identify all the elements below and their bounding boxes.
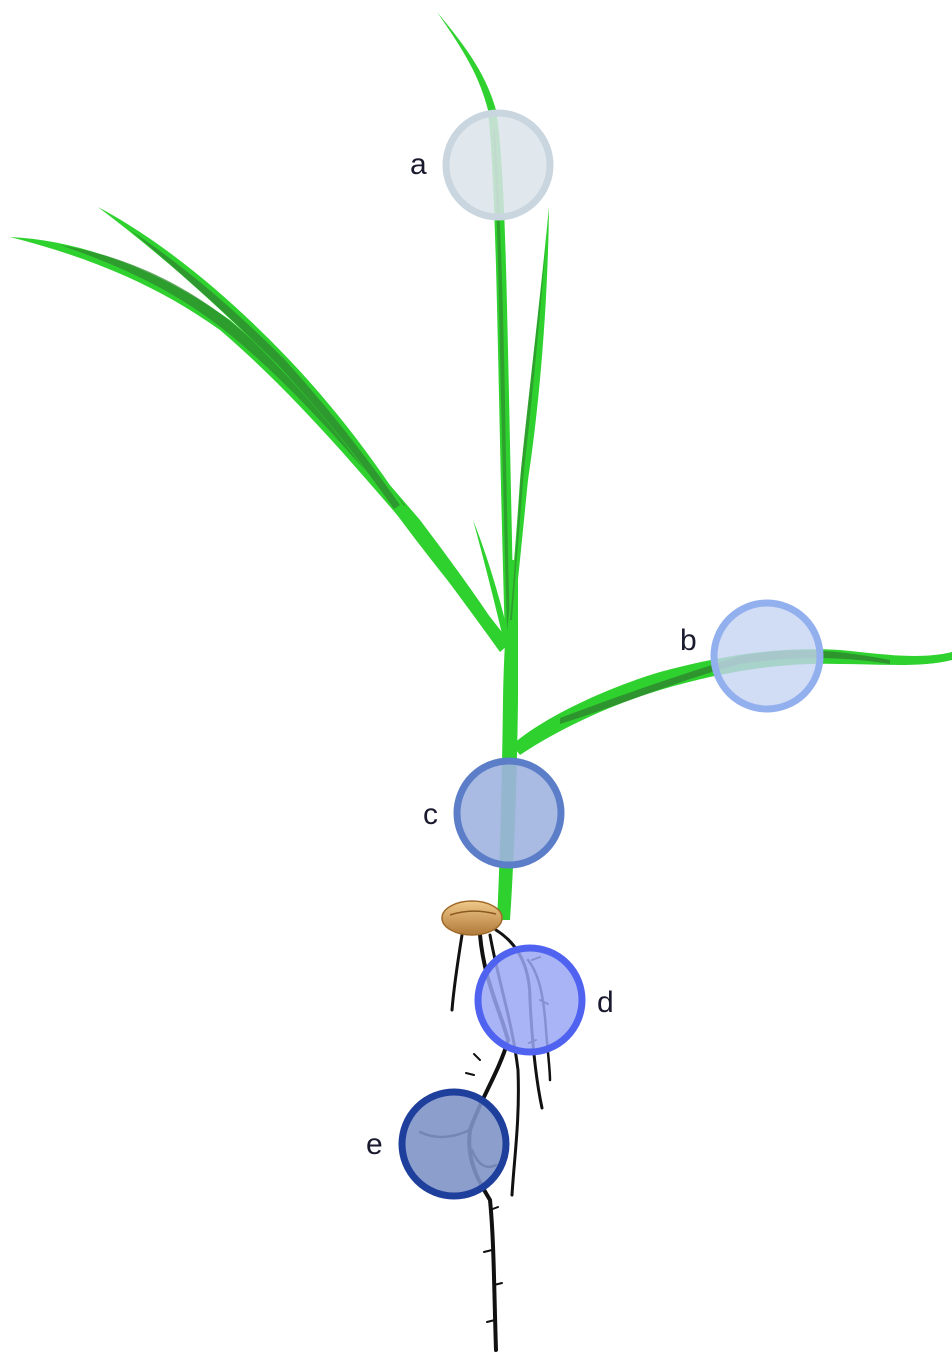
label-a: a: [410, 148, 427, 181]
marker-a-circle[interactable]: [442, 109, 554, 221]
seed: [441, 900, 503, 936]
left-leaf-outer: [10, 237, 508, 652]
seed-crease: [449, 910, 497, 916]
marker-c-circle[interactable]: [453, 757, 565, 869]
label-c: c: [423, 798, 438, 831]
marker-e[interactable]: [398, 1088, 510, 1200]
marker-d[interactable]: [474, 944, 586, 1056]
lateral-root-left: [450, 933, 464, 1012]
marker-b-circle[interactable]: [710, 599, 824, 713]
marker-c[interactable]: [453, 757, 565, 869]
upright-leaf-vein: [510, 240, 546, 620]
small-leaflet: [473, 520, 510, 642]
marker-a[interactable]: [442, 109, 554, 221]
marker-d-circle[interactable]: [474, 944, 586, 1056]
label-b: b: [680, 624, 697, 657]
marker-e-circle[interactable]: [398, 1088, 510, 1200]
left-leaf-inner: [98, 207, 508, 646]
top-leaf-vein: [493, 130, 510, 630]
label-e: e: [366, 1128, 383, 1161]
left-leaf-outer-vein: [60, 245, 405, 510]
label-d: d: [597, 986, 614, 1019]
marker-b[interactable]: [710, 599, 824, 713]
